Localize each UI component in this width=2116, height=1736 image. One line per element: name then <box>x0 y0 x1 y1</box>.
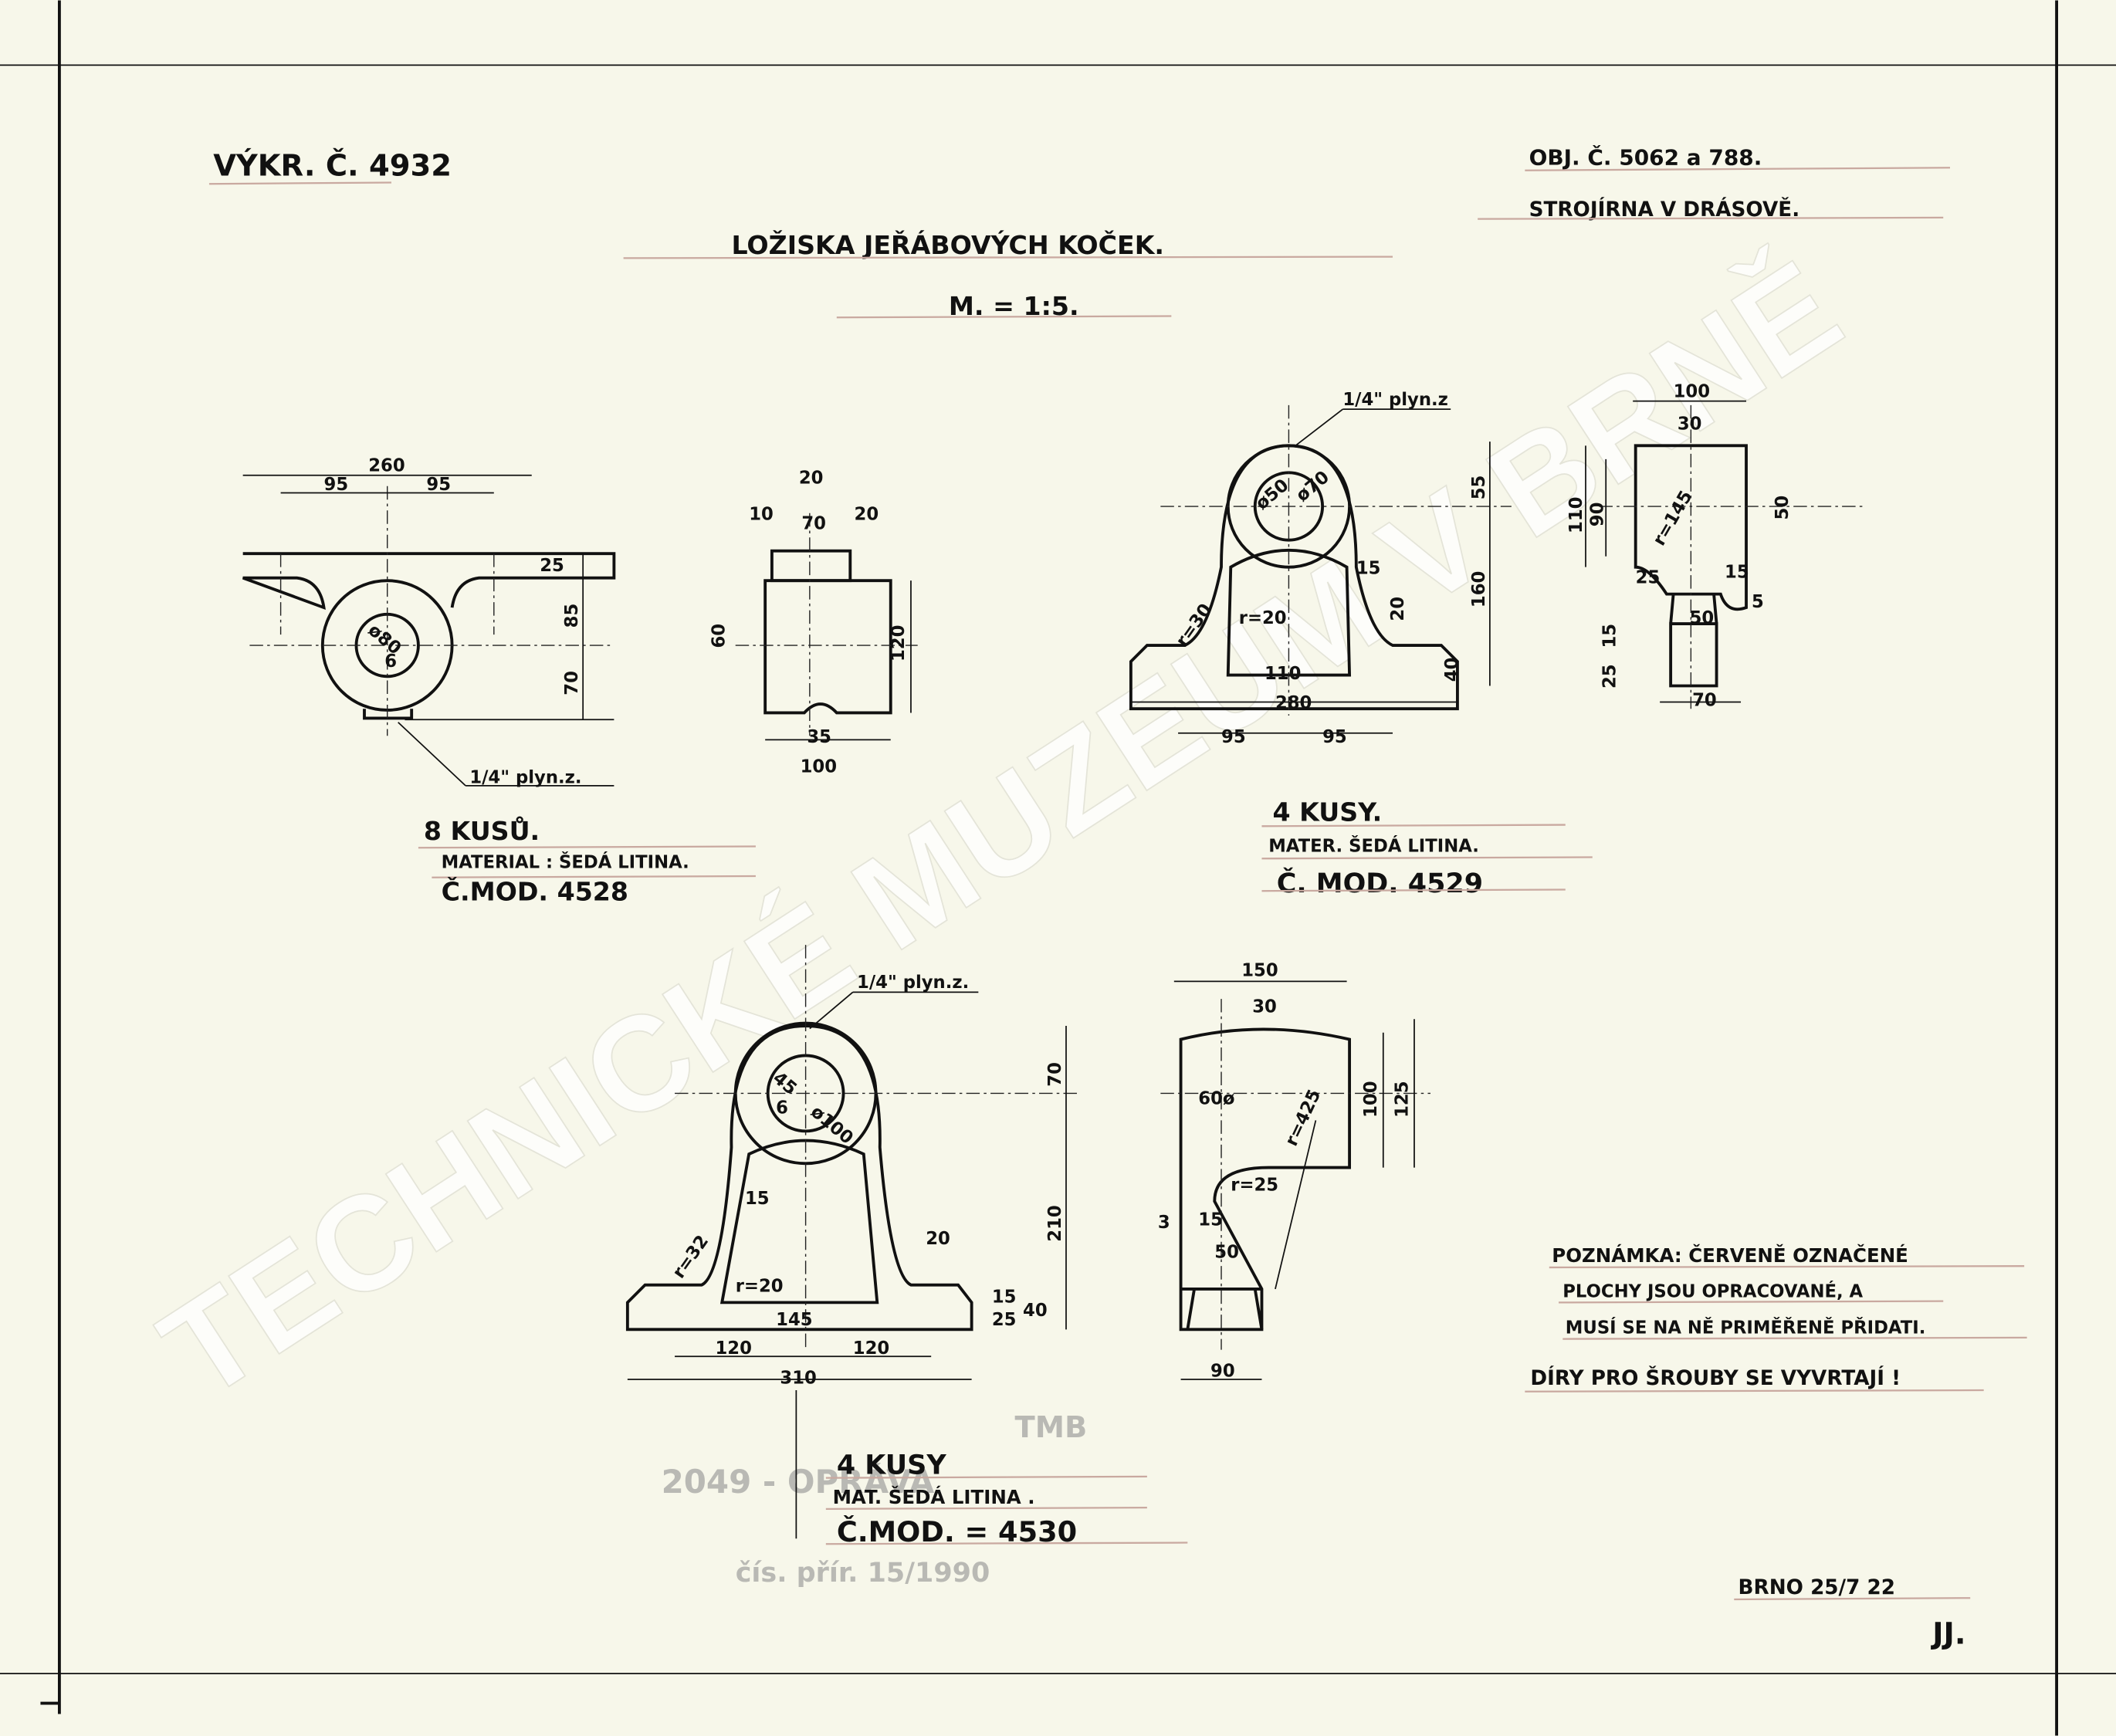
dim-label: 60ø <box>1198 1088 1234 1108</box>
note-line: PLOCHY JSOU OPRACOVANÉ, A <box>1562 1280 1863 1301</box>
note-line: POZNÁMKA: ČERVENĚ OZNAČENÉ <box>1552 1244 1908 1267</box>
title-block: VÝKR. Č. 4932 OBJ. Č. 5062 a 788. STROJÍ… <box>208 144 1950 321</box>
dim-label: ø50 <box>1252 475 1293 514</box>
dim-label: 25 <box>1600 664 1620 689</box>
dim-label: 15 <box>992 1287 1017 1307</box>
dim-label: 20 <box>799 468 824 488</box>
drawing-title: LOŽISKA JEŘÁBOVÝCH KOČEK. <box>731 229 1164 260</box>
dim-label: 1/4" plyn.z. <box>469 767 581 787</box>
dim-label: 25 <box>992 1310 1017 1330</box>
dim-label: 95 <box>426 475 451 495</box>
dim-label: 15 <box>1600 624 1620 648</box>
dim-label: 100 <box>1674 381 1710 401</box>
dim-label: 6 <box>384 651 397 672</box>
note-block: POZNÁMKA: ČERVENĚ OZNAČENÉ PLOCHY JSOU O… <box>1525 1244 2027 1393</box>
dim-label: 15 <box>745 1189 770 1209</box>
place-date: BRNO 25/7 22 <box>1739 1576 1895 1599</box>
order-number: OBJ. Č. 5062 a 788. <box>1529 144 1762 171</box>
part-material: MATER. ŠEDÁ LITINA. <box>1268 835 1479 857</box>
dim-label: 70 <box>801 514 826 534</box>
dim-label: 95 <box>324 475 349 495</box>
dim-label: 70 <box>562 671 582 695</box>
ghost-stamp-repair: 2049 - OPRÁVA <box>662 1462 935 1501</box>
dim-label: 100 <box>801 756 837 777</box>
dim-label: 90 <box>1588 503 1608 527</box>
dim-label: 150 <box>1241 960 1278 980</box>
view-4530-side: 150 30 60ø 100 125 r=425 r=25 3 15 50 90 <box>1158 960 1430 1382</box>
part-quantity: 4 KUSY. <box>1272 797 1382 827</box>
ghost-stamp-tmb: TMB <box>1015 1410 1088 1445</box>
dim-label: 10 <box>749 504 774 524</box>
dim-label: r=20 <box>736 1276 784 1296</box>
dim-label: 90 <box>1210 1362 1235 1382</box>
dim-label: 145 <box>776 1310 812 1330</box>
dim-label: 50 <box>1690 608 1715 628</box>
dim-label: 110 <box>1566 497 1586 533</box>
part-label-4528: 8 KUSŮ. MATERIAL : ŠEDÁ LITINA. Č.MOD. 4… <box>418 815 756 906</box>
dim-label: 20 <box>1388 597 1408 621</box>
dim-label: 30 <box>1252 997 1277 1017</box>
dim-label: 70 <box>1692 691 1717 711</box>
part-model: Č. MOD. 4529 <box>1277 867 1483 899</box>
part-label-4529: 4 KUSY. MATER. ŠEDÁ LITINA. Č. MOD. 4529 <box>1261 797 1593 899</box>
dim-label: 125 <box>1392 1081 1412 1117</box>
dim-label: r=32 <box>669 1232 713 1283</box>
note-line: DÍRY PRO ŠROUBY SE VYVRTAJÍ ! <box>1530 1365 1901 1390</box>
note-line: MUSÍ SE NA NĚ PRIMĚŘENĚ PŘIDATI. <box>1566 1317 1926 1338</box>
dim-label: 20 <box>855 504 879 524</box>
dim-label: 50 <box>1772 496 1793 520</box>
view-4528-side: 20 10 70 20 60 120 35 100 <box>709 468 918 777</box>
dim-label: 35 <box>807 727 831 747</box>
view-4528-front: 260 95 95 25 85 70 ø80 6 1/4" plyn.z. <box>242 456 616 787</box>
dim-label: 5 <box>1752 592 1764 612</box>
dim-label: r=25 <box>1231 1175 1278 1195</box>
dim-label: 3 <box>1158 1213 1170 1233</box>
drawing-number: VÝKR. Č. 4932 <box>213 147 452 184</box>
dim-label: 210 <box>1045 1205 1065 1241</box>
dim-label: 25 <box>1636 568 1661 588</box>
dim-label: 95 <box>1221 727 1246 747</box>
dim-label: 50 <box>1214 1243 1239 1263</box>
dim-label: 40 <box>1023 1301 1048 1321</box>
dim-label: 120 <box>715 1338 751 1359</box>
part-quantity: 8 KUSŮ. <box>424 815 540 846</box>
dim-label: 60 <box>709 624 730 648</box>
part-model: Č.MOD. 4528 <box>442 875 628 906</box>
part-quantity: 4 KUSY <box>837 1450 947 1481</box>
dim-label: 40 <box>1442 658 1462 682</box>
initials: JJ. <box>1930 1617 1965 1652</box>
dim-label: 280 <box>1275 693 1312 713</box>
dim-label: 85 <box>562 604 582 628</box>
dim-label: 120 <box>889 625 909 662</box>
dim-label: 6 <box>776 1098 788 1118</box>
part-label-4530: 4 KUSY MAT. ŠEDÁ LITINA . Č.MOD. = 4530 <box>825 1450 1188 1548</box>
dim-label: 120 <box>853 1338 889 1359</box>
dim-label: 15 <box>1356 558 1381 578</box>
dim-label: 20 <box>926 1229 950 1249</box>
dim-label: r=145 <box>1649 487 1696 549</box>
dim-label: r=20 <box>1239 608 1287 628</box>
dim-label: 310 <box>780 1368 816 1388</box>
dim-label: 160 <box>1469 571 1489 607</box>
part-material: MAT. ŠEDÁ LITINA . <box>833 1485 1035 1508</box>
dim-label: 15 <box>1198 1210 1223 1230</box>
ghost-stamp-accession: čís. přír. 15/1990 <box>736 1558 990 1589</box>
dim-label: 70 <box>1045 1062 1065 1087</box>
dim-label: 15 <box>1725 563 1749 583</box>
dim-label: 55 <box>1469 475 1489 500</box>
dim-label: r=425 <box>1281 1087 1325 1149</box>
dim-label: 260 <box>368 456 405 476</box>
dim-label: 1/4" plyn.z <box>1342 390 1448 410</box>
dim-label: 25 <box>540 556 564 576</box>
signature-block: BRNO 25/7 22 JJ. <box>1734 1576 1971 1652</box>
dim-label: 95 <box>1322 727 1347 747</box>
dim-label: 30 <box>1678 414 1702 434</box>
part-material: MATERIAL : ŠEDÁ LITINA. <box>442 851 689 873</box>
dim-label: 100 <box>1361 1081 1381 1117</box>
dim-label: 1/4" plyn.z. <box>857 973 969 993</box>
dim-label: 110 <box>1265 664 1301 684</box>
